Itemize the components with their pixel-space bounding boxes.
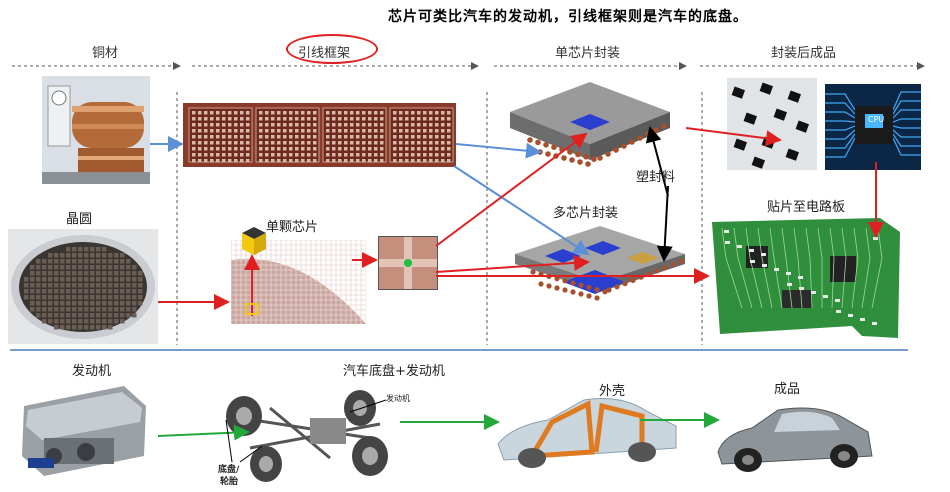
- engine-to-chassis-arrow: [157, 424, 250, 441]
- leadframe-to-single-package-arrow: [455, 142, 542, 159]
- package-to-product-arrow: [685, 127, 782, 147]
- molding-arrows: [645, 126, 673, 262]
- stage-lead-frame: 引线框架: [298, 46, 351, 61]
- finished-car-label: 成品: [774, 382, 801, 397]
- wafer-label: 晶圆: [66, 212, 93, 227]
- stage-copper: 铜材: [92, 46, 119, 61]
- chassis-callouts: [225, 399, 387, 463]
- molding-compound-label: 塑封料: [636, 170, 676, 185]
- finished-car-image: [712, 398, 878, 480]
- pcb-drawing: [712, 218, 900, 338]
- multi-chip-package-drawing: [515, 226, 685, 301]
- die-cube-drawing: [242, 227, 266, 255]
- cpu-drawing: [825, 84, 921, 170]
- shell-label: 外壳: [599, 384, 626, 399]
- chassis-tire-label: 底盘/: [218, 465, 240, 475]
- wafer-drawing: [8, 229, 158, 344]
- single-die-wafer-image: [231, 240, 366, 324]
- die-closeup-drawing: [379, 237, 437, 289]
- engine-drawing: [14, 376, 154, 484]
- die-position-marker: [245, 303, 259, 315]
- lead-frame-highlight-ellipse: [286, 34, 378, 64]
- die-cube-image: [238, 225, 268, 257]
- engine-image: [14, 376, 154, 484]
- engine-small-label: 发动机: [386, 394, 410, 403]
- pcb-image: [712, 218, 902, 340]
- lead-frame-strip-image: [183, 103, 456, 167]
- chassis-engine-label: 汽车底盘+发动机: [343, 364, 445, 379]
- tire-label: 轮胎: [220, 477, 239, 487]
- multi-chip-package-image: [505, 222, 695, 322]
- die-to-single-package-arrow: [435, 132, 588, 247]
- single-die-wafer-drawing: [231, 240, 366, 324]
- chassis-drawing: [210, 378, 400, 486]
- finished-car-drawing: [712, 398, 878, 480]
- lead-frame-strip-drawing: [183, 103, 456, 167]
- copper-roll-drawing: [42, 76, 150, 184]
- headline: 芯片可类比汽车的发动机，引线框架则是汽车的底盘。: [388, 9, 748, 25]
- die-to-multi-package-arrow: [435, 254, 590, 273]
- cpu-text: CPU: [868, 115, 885, 124]
- leadframe-to-multi-package-arrow: [453, 165, 590, 256]
- cpu-image: CPU: [825, 84, 921, 170]
- stage-single-chip-package: 单芯片封装: [555, 46, 621, 61]
- vertical-dashed-dividers: [176, 92, 703, 345]
- die-closeup-image: [378, 236, 438, 290]
- stage-packaged-product: 封装后成品: [771, 46, 837, 61]
- engine-label: 发动机: [72, 364, 112, 379]
- car-shell-image: [492, 386, 682, 482]
- packaged-chips-drawing: [727, 78, 817, 170]
- multi-chip-package-label: 多芯片封装: [553, 206, 619, 221]
- wafer-image: [8, 229, 158, 344]
- chassis-image: [210, 378, 400, 486]
- packaged-chips-image: [727, 78, 817, 170]
- single-die-label: 单颗芯片: [266, 220, 319, 235]
- copper-roll-image: [42, 76, 150, 184]
- mount-to-board-label: 贴片至电路板: [767, 200, 846, 215]
- car-shell-drawing: [492, 386, 682, 482]
